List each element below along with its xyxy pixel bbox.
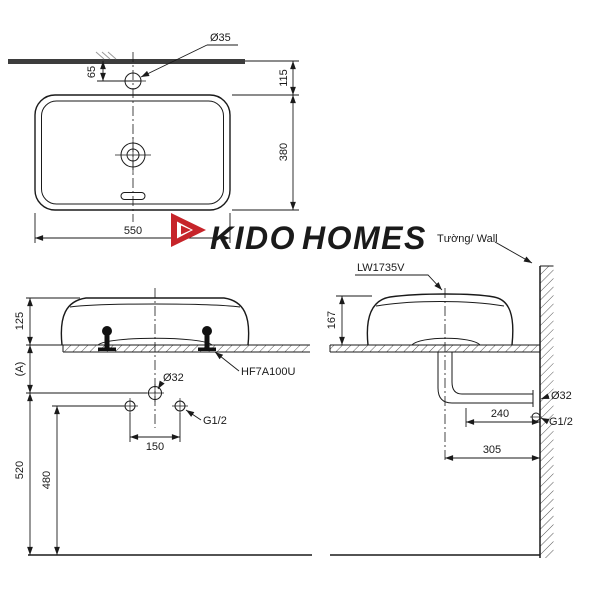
callouts: Tường/ Wall LW1735V: [355, 233, 533, 291]
drain-fitting-label: HF7A100U: [241, 366, 295, 378]
dim-height: 125: [14, 312, 26, 330]
drain-fitting-leader: [214, 351, 240, 372]
basin-front-rim-line: [69, 303, 241, 308]
dim-drain-to-floor: 520: [14, 461, 26, 479]
fixing-bolt-right: [198, 326, 216, 351]
wall-leader: [494, 241, 533, 264]
basin-side-rim-line: [375, 301, 505, 307]
model-leader: [355, 274, 443, 291]
drain-centermarks: [115, 137, 151, 173]
counter-lines: [62, 344, 310, 353]
supply-hole-ticks: [122, 398, 188, 414]
hole-dia-leader: [140, 44, 208, 78]
brand-triangle-core: [181, 225, 191, 235]
drain-dia-leader: [157, 380, 165, 390]
counter-lines-side: [329, 344, 540, 353]
fixing-bolt-left: [98, 326, 116, 351]
dim-width: 550: [124, 225, 142, 237]
faucet-hole-dia-label: Ø35: [210, 32, 231, 44]
drain-dia-label-side: Ø32: [551, 390, 572, 402]
wall-hatch-marks: [95, 51, 117, 60]
wall-hatch: [540, 266, 554, 558]
top-view: Ø35 65 115 380 550: [8, 32, 299, 243]
supply-thread-label: G1/2: [203, 415, 227, 427]
basin-side-base: [411, 337, 481, 346]
front-view: HF7A100U Ø32 G1/2 150 125 (A) 520 480: [14, 288, 312, 556]
dim-depth: 380: [278, 143, 290, 161]
drain-dia-leader-side: [540, 393, 550, 400]
drain-pipe-elbow: [437, 381, 533, 404]
ext-lines-left: [26, 297, 147, 407]
dim-center-to-wall: 305: [483, 444, 501, 456]
drain-pipe-vertical: [437, 352, 453, 388]
model-label: LW1735V: [357, 262, 405, 274]
dim-supply-to-wall: 240: [491, 408, 509, 420]
dim-back-to-rim: 115: [278, 69, 290, 87]
ext-lines-right: [232, 60, 299, 211]
wall-label: Tường/ Wall: [437, 233, 498, 245]
dim-supply-to-floor: 480: [41, 471, 53, 489]
basin-outer-rim: [34, 94, 231, 211]
dim-hole-offset: 65: [86, 66, 98, 78]
dim-hole-spacing: 150: [146, 441, 164, 453]
supply-leader: [185, 409, 202, 421]
brand-homes: HOMES: [302, 220, 427, 256]
counter-back-edge: [8, 59, 245, 64]
dim-a: (A): [14, 362, 26, 377]
drain-outlet-ticks: [146, 384, 164, 402]
counter-hatch: [63, 345, 310, 352]
supply-leader-side: [540, 417, 550, 425]
overflow-slot: [120, 192, 146, 200]
basin-inner-rim: [41, 100, 224, 205]
brand-watermark: KIDO HOMES: [171, 213, 427, 256]
supply-thread-label-side: G1/2: [549, 416, 573, 428]
basin-side-profile: [366, 293, 514, 346]
drain-dia-label: Ø32: [163, 372, 184, 384]
counter-hatch-side: [330, 345, 540, 352]
side-view: Ø32 G1/2 167 240 305: [326, 265, 573, 558]
dim-height-side: 167: [326, 311, 338, 329]
brand-kido: KIDO: [210, 220, 296, 256]
